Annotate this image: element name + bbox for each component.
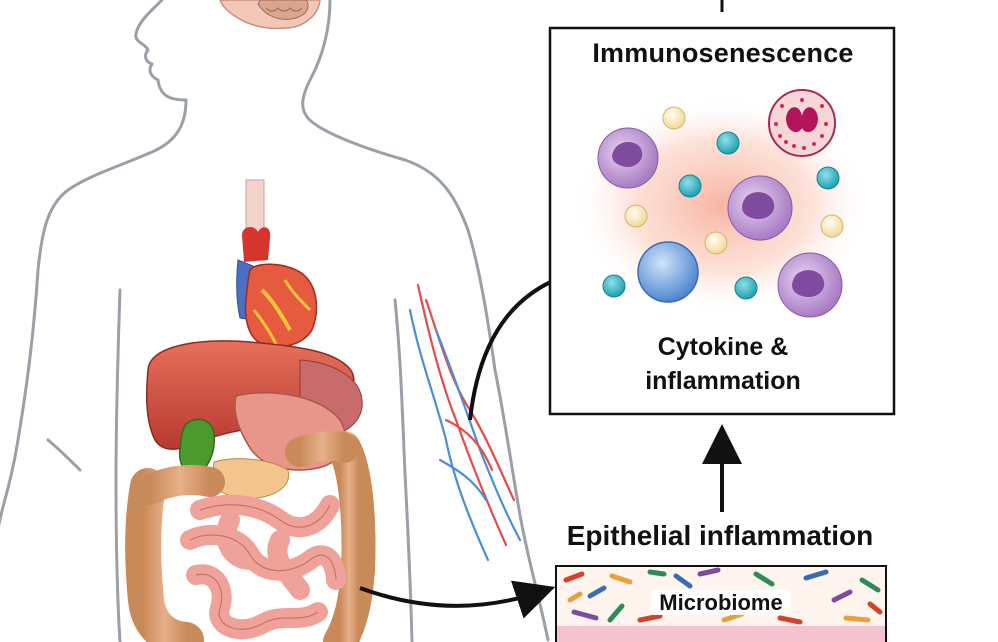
bacteria-cluster <box>563 567 883 625</box>
microbiome-label-text: Microbiome <box>651 590 791 615</box>
gut-to-microbiome-arrow <box>359 580 556 619</box>
body-outline <box>0 0 550 642</box>
cytokine-dots <box>602 106 844 300</box>
lymphocyte-cell <box>637 241 699 303</box>
monocyte-cell <box>597 127 659 189</box>
pancreas-illustration <box>211 458 290 499</box>
caption-line-1: Cytokine & <box>657 333 789 361</box>
caption-line-2: inflammation <box>645 367 801 395</box>
monocyte-cell <box>777 252 843 318</box>
large-intestine <box>125 468 204 642</box>
brain-illustration <box>219 0 321 30</box>
granulocyte-cell <box>768 89 836 157</box>
cytokine-caption: Cytokine & inflammation <box>550 330 896 398</box>
monocyte-cell <box>727 175 793 241</box>
epithelium-layer <box>557 626 885 642</box>
heart-illustration <box>236 226 318 348</box>
microbiome-label: Microbiome <box>556 590 886 616</box>
immunosenescence-title: Immunosenescence <box>592 38 854 68</box>
large-intestine-right <box>323 431 376 642</box>
epithelial-inflammation-title: Epithelial inflammation <box>566 520 874 551</box>
